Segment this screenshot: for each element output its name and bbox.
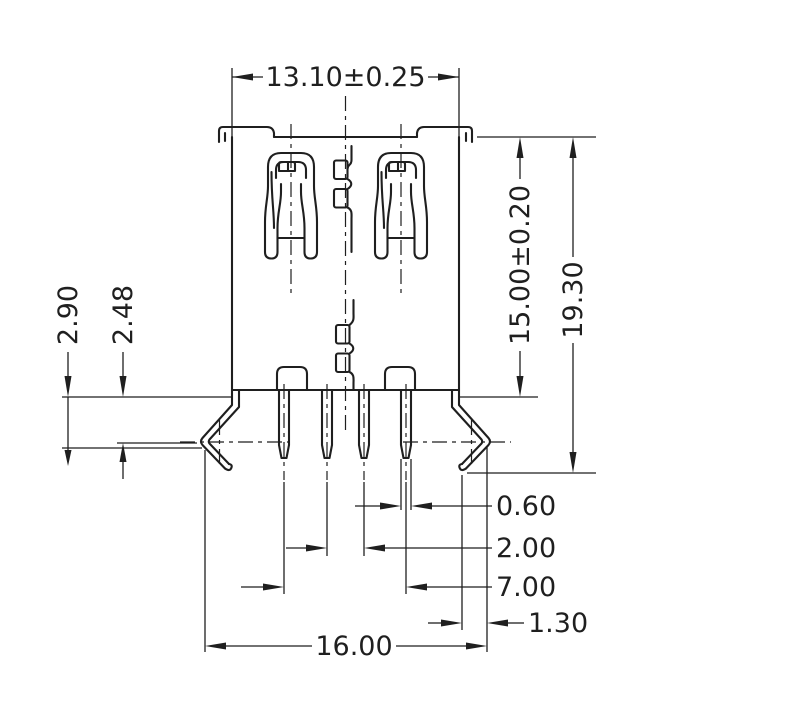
dimension-standoff-inner: 2.48	[108, 285, 197, 479]
center-latch-upper	[332, 144, 353, 254]
dim-label-leg-tip-offset: 1.30	[528, 608, 588, 639]
connector-shell	[217, 125, 474, 392]
dimension-overall-height: 19.30	[467, 137, 596, 474]
centerlines	[180, 96, 511, 480]
dim-label-body-height: 15.00±0.20	[505, 185, 536, 345]
dim-label-standoff-outer: 2.90	[53, 285, 84, 345]
standoff-bump-left	[275, 365, 309, 392]
dimension-leg-tip-offset: 1.30	[428, 446, 588, 652]
dim-label-overall-height: 19.30	[558, 261, 589, 338]
standoff-bump-right	[383, 365, 417, 392]
solder-pins	[277, 388, 413, 460]
dim-label-pin-pitch-inner: 2.00	[496, 533, 556, 564]
mounting-leg-left	[199, 388, 241, 472]
dimension-pin-span: 7.00	[241, 482, 556, 603]
dimension-body-height: 15.00±0.20	[458, 136, 596, 398]
dim-label-pin-width: 0.60	[496, 491, 556, 522]
dim-label-overall-width: 16.00	[315, 631, 392, 662]
dimension-standoff-outer: 2.90	[53, 285, 232, 466]
dim-label-top-width: 13.10±0.25	[265, 62, 425, 93]
dimension-pin-width: 0.60	[355, 459, 556, 522]
mounting-leg-right	[450, 388, 492, 472]
dimension-pin-pitch-inner: 2.00	[286, 482, 556, 564]
dimension-overall-width: 16.00	[204, 450, 487, 662]
center-latch-lower	[334, 298, 355, 392]
shell-tab-left	[217, 125, 276, 144]
dim-label-pin-span: 7.00	[496, 572, 556, 603]
dim-label-standoff-inner: 2.48	[108, 285, 139, 345]
shell-tab-right	[415, 125, 474, 144]
dimension-top-width: 13.10±0.25	[231, 62, 460, 137]
